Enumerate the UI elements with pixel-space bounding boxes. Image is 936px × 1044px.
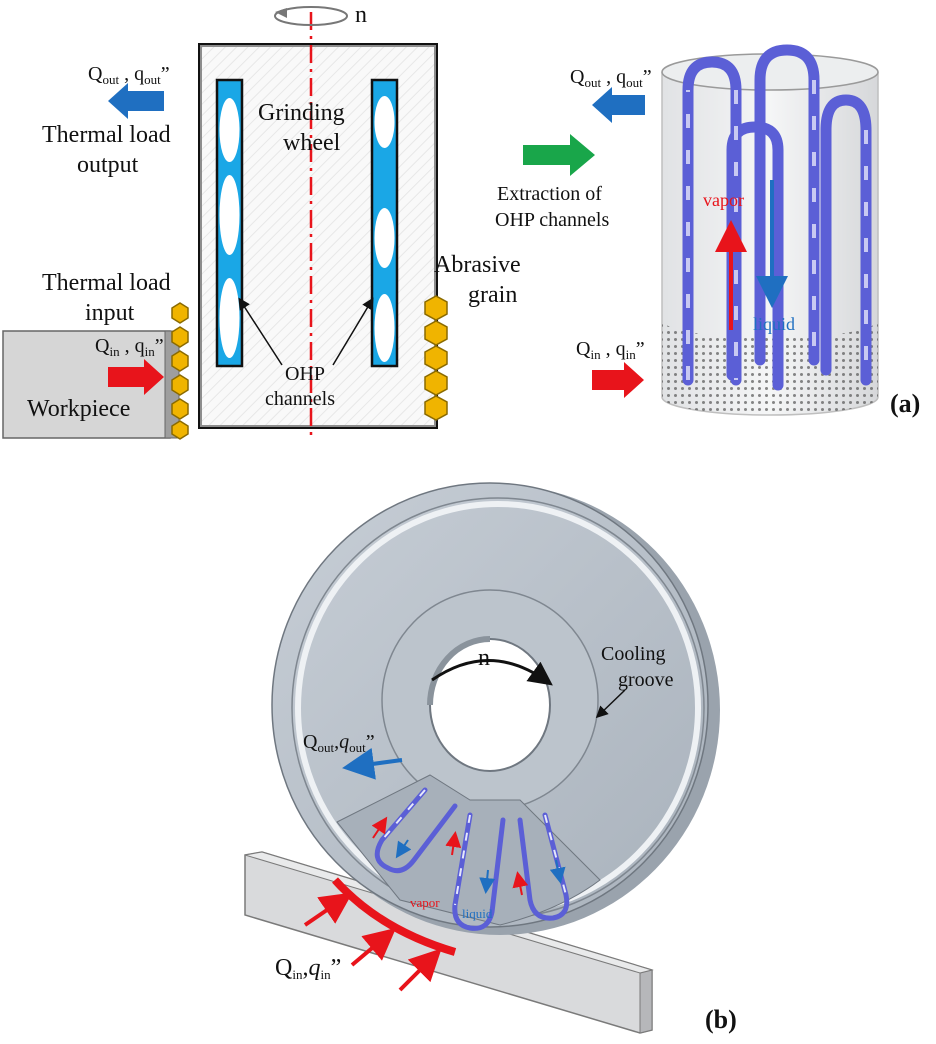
grinding-wheel-label-line1: Grinding	[258, 100, 345, 126]
heat-output-arrow-a-right	[592, 87, 645, 123]
heat-input-arrow-a	[108, 359, 164, 395]
grinding-wheel-label-line2: wheel	[283, 130, 341, 156]
cooling-groove-label-line1: Cooling	[601, 643, 665, 665]
cooling-groove-label-line2: groove	[618, 669, 674, 691]
panel-tag-a: (a)	[890, 389, 920, 418]
heat-output-arrow-b	[342, 747, 403, 780]
q-out-label-left: Qout , qout”	[88, 63, 170, 87]
ohp-cylinder-3d	[661, 44, 879, 416]
abrasive-grains-right	[424, 295, 448, 421]
panel-b-wheel	[244, 482, 720, 1034]
thermal-load-input-line1: Thermal load	[42, 270, 171, 296]
extraction-arrow	[523, 134, 595, 176]
abrasive-grain-label-line1: Abrasive	[434, 252, 521, 278]
extraction-label-line1: Extraction of	[497, 183, 602, 205]
rotation-arrow-b-icon	[431, 659, 553, 686]
panel-a-schematic: n Qout , qout” Thermal load	[2, 2, 521, 440]
rotation-label-b: n	[478, 645, 490, 671]
vapor-label-a: vapor	[703, 190, 744, 210]
q-in-label-right: Qin , qin”	[576, 338, 645, 362]
liquid-label-a: liquid	[753, 314, 795, 334]
q-in-label-b: Qin,qin”	[275, 955, 341, 982]
q-in-label-left: Qin , qin”	[95, 335, 164, 359]
workpiece-label: Workpiece	[27, 396, 130, 422]
q-out-label-b: Qout,qout”	[303, 731, 375, 755]
abrasive-grain-label-line2: grain	[468, 282, 517, 308]
q-out-label-right: Qout , qout”	[570, 66, 652, 90]
heat-input-arrow-a-right	[592, 362, 644, 398]
ohp-tubes	[682, 44, 872, 391]
vapor-label-b: vapor	[410, 895, 440, 910]
panel-tag-b: (b)	[705, 1005, 737, 1034]
heat-output-arrow-a	[108, 83, 164, 119]
thermal-load-input-line2: input	[85, 300, 135, 326]
rotation-arrow-icon	[274, 6, 348, 26]
liquid-label-b: liquid	[462, 906, 493, 921]
ohp-channel-left	[215, 78, 244, 368]
abrasive-grains-left	[171, 302, 189, 440]
ohp-channel-right	[370, 78, 399, 368]
heat-input-arrows-b	[303, 892, 442, 992]
extraction-label-line2: OHP channels	[495, 209, 609, 231]
rotation-label-a: n	[355, 2, 367, 28]
ohp-loops-b	[374, 787, 570, 931]
thermal-load-output-line2: output	[77, 152, 139, 178]
thermal-load-output-line1: Thermal load	[42, 122, 171, 148]
ohp-channels-label-line1: OHP	[285, 363, 325, 385]
ohp-channels-label-line2: channels	[265, 388, 335, 410]
